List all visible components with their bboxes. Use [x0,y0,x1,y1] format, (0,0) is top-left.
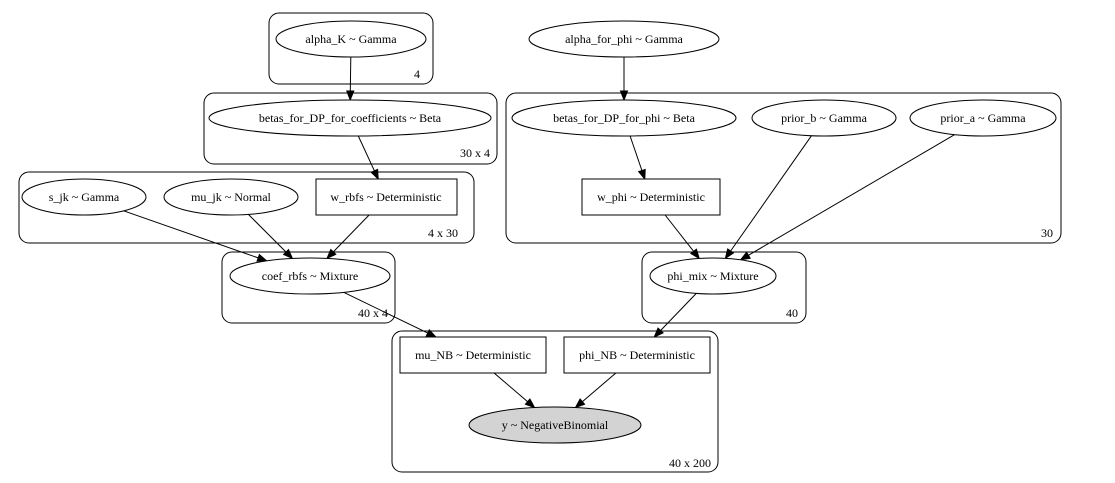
plate-40x200: 40 x 200 [391,330,719,473]
node-prior-a: prior_a ~ Gamma [909,99,1057,137]
arrowhead-phi-mix [739,251,752,261]
node-prior-b: prior_b ~ Gamma [751,99,897,137]
arrowhead-phi-nb [653,327,664,338]
node-mu-nb: mu_NB ~ Deterministic [399,336,547,374]
arrowhead-phi-mix [690,248,701,260]
edge-prior-a-to-phi-mix [748,134,955,256]
edge-mu-nb-to-y [493,372,529,403]
arrowhead-coef-rbfs [282,248,294,260]
plate-4-label: 4 [414,67,420,81]
plate-40x4: 40 x 4 [221,251,396,324]
node-betas-for-dp-for-coefficients-label: betas_for_DP_for_coefficients ~ Beta [259,111,442,125]
node-alpha-for-phi: alpha_for_phi ~ Gamma [528,20,720,58]
arrowhead-y [574,398,586,409]
plate-40x200-label: 40 x 200 [669,456,711,470]
node-alpha-k: alpha_K ~ Gamma [275,20,427,58]
edge-phi-mix-to-phi-nb [660,293,697,331]
node-mu-jk-label: mu_jk ~ Normal [191,190,271,204]
node-s-jk-label: s_jk ~ Gamma [49,190,120,204]
plate-4x30: 4 x 30 [18,171,475,244]
node-y-shape [468,406,642,444]
node-mu-jk: mu_jk ~ Normal [163,178,299,216]
edge-s-jk-to-coef-rbfs [123,210,259,259]
node-phi-nb: phi_NB ~ Deterministic [563,336,711,374]
node-w-phi-shape [581,178,721,216]
node-phi-mix-label: phi_mix ~ Mixture [667,269,758,283]
node-betas-for-dp-for-coefficients: betas_for_DP_for_coefficients ~ Beta [208,99,492,137]
edge-mu-jk-to-coef-rbfs [248,214,287,253]
edge-w-phi-to-phi-mix [664,214,695,252]
plate-4x30-box [18,171,475,244]
plate-40x4-box [221,251,396,324]
plate-40-box [641,251,807,324]
node-phi-mix: phi_mix ~ Mixture [649,257,777,295]
edges [123,56,955,409]
node-prior-b-shape [751,99,897,137]
plate-40-label: 40 [786,306,798,320]
node-alpha-k-label: alpha_K ~ Gamma [305,32,397,46]
plate-30-box [505,92,1062,244]
arrowhead-coef-rbfs [256,253,268,262]
plate-4x30-label: 4 x 30 [428,226,458,240]
plate-30-label: 30 [1041,226,1053,240]
edge-betas-for-dp-for-coefficients-to-w-rbfs [357,135,375,172]
node-mu-nb-label: mu_NB ~ Deterministic [415,348,531,362]
node-w-rbfs-label: w_rbfs ~ Deterministic [330,190,441,204]
node-phi-nb-label: phi_NB ~ Deterministic [579,348,695,362]
node-betas-for-dp-for-phi-label: betas_for_DP_for_phi ~ Beta [553,111,695,125]
arrowhead-y [524,398,536,409]
arrowhead-phi-mix [724,248,735,260]
edge-phi-nb-to-y [581,372,617,403]
node-prior-b-label: prior_b ~ Gamma [781,111,867,125]
node-prior-a-label: prior_a ~ Gamma [940,111,1026,125]
node-w-phi: w_phi ~ Deterministic [581,178,721,216]
node-alpha-for-phi-shape [528,20,720,58]
node-s-jk-shape [21,178,147,216]
arrowhead-betas-for-dp-for-phi [619,90,629,102]
arrowhead-w-rbfs [370,168,379,181]
arrowhead-w-phi [637,168,646,181]
node-phi-mix-shape [649,257,777,295]
arrowhead-coef-rbfs [326,248,337,260]
node-phi-nb-shape [563,336,711,374]
node-mu-nb-shape [399,336,547,374]
node-w-rbfs: w_rbfs ~ Deterministic [315,178,458,216]
arrowhead-betas-for-dp-for-coefficients [346,90,355,102]
node-s-jk: s_jk ~ Gamma [21,178,147,216]
node-alpha-k-shape [275,20,427,58]
plate-40x200-box [391,330,719,473]
node-coef-rbfs: coef_rbfs ~ Mixture [229,257,391,295]
plate-4: 4 [268,12,434,85]
edge-coef-rbfs-to-mu-nb [343,291,429,334]
node-alpha-for-phi-label: alpha_for_phi ~ Gamma [565,32,683,46]
plate-40: 40 [641,251,807,324]
node-mu-jk-shape [163,178,299,216]
plate-30: 30 [505,92,1062,244]
node-betas-for-dp-for-coefficients-shape [208,99,492,137]
edge-prior-b-to-phi-mix [730,135,812,252]
node-w-phi-label: w_phi ~ Deterministic [597,190,705,204]
node-prior-a-shape [909,99,1057,137]
plate-30x4-label: 30 x 4 [460,146,490,160]
edge-w-rbfs-to-coef-rbfs [332,214,370,253]
node-betas-for-dp-for-phi-shape [511,99,737,137]
node-coef-rbfs-shape [229,257,391,295]
edge-betas-for-dp-for-phi-to-w-phi [629,135,643,171]
node-y-label: y ~ NegativeBinomial [502,418,609,432]
node-y: y ~ NegativeBinomial [468,406,642,444]
plate-4-box [268,12,434,85]
plate-40x4-label: 40 x 4 [358,306,388,320]
node-coef-rbfs-label: coef_rbfs ~ Mixture [262,269,358,283]
node-betas-for-dp-for-phi: betas_for_DP_for_phi ~ Beta [511,99,737,137]
node-w-rbfs-shape [315,178,458,216]
edge-alpha-k-to-betas-for-dp-for-coefficients [349,56,352,92]
